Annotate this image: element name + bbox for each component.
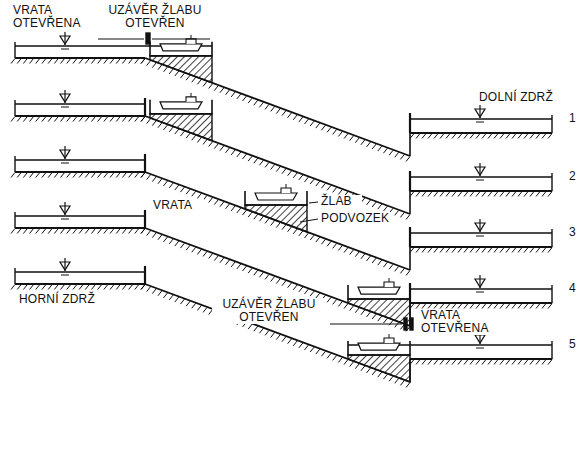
ground-hatching — [11, 117, 145, 122]
reservoir-end — [14, 42, 15, 58]
leader-line — [330, 324, 402, 325]
lower-water-level — [410, 288, 552, 289]
upper-water-level — [15, 271, 145, 272]
stage-number: 1 — [568, 112, 582, 125]
upper-gate — [144, 210, 146, 228]
upper-gate — [144, 266, 146, 284]
upper-water-level — [15, 215, 145, 216]
leader-line — [98, 39, 144, 40]
lower-gate — [409, 227, 411, 247]
water-level-symbol — [475, 105, 485, 122]
upper-water-level — [15, 103, 145, 104]
water-level-symbol — [475, 163, 485, 180]
inclined-track — [145, 284, 410, 382]
reservoir-end — [551, 115, 552, 133]
trough-gate-label: UZÁVĚR ŽLABU OTEVŘEN — [98, 4, 212, 30]
ground-hatching — [410, 192, 552, 197]
inclined-track — [145, 228, 410, 326]
water-level-symbol — [60, 202, 70, 219]
reservoir-end — [551, 229, 552, 247]
reservoir-end — [14, 268, 15, 284]
upper-reservoir-bed — [15, 115, 145, 117]
part-label: ŽLAB — [320, 195, 362, 208]
trough-carriage — [348, 278, 410, 326]
water-level-symbol — [60, 146, 70, 163]
water-level-symbol — [60, 32, 70, 49]
reservoir-end — [551, 341, 552, 359]
leader-line — [309, 202, 318, 203]
stage-number: 4 — [568, 282, 582, 295]
gate-label: VRATA OTEVŘENA — [12, 4, 84, 30]
ground-hatching — [141, 229, 410, 332]
ground-hatching — [11, 59, 145, 64]
ground-hatching — [141, 173, 410, 276]
upper-gate — [144, 154, 146, 172]
gate-label: VRATA — [152, 199, 204, 212]
lower-water-level — [410, 118, 552, 119]
reservoir-end — [14, 100, 15, 116]
stage-number: 3 — [568, 226, 582, 239]
lower-gate — [409, 171, 411, 191]
ground-hatching — [141, 59, 410, 162]
upper-gate — [144, 98, 146, 116]
reservoir-end — [14, 156, 15, 172]
upper-reservoir-bed — [15, 227, 145, 229]
lower-water-level — [410, 232, 552, 233]
ground-hatching — [410, 134, 552, 139]
trough-gate-marker — [404, 318, 407, 330]
lower-water-level — [410, 176, 552, 177]
ground-hatching — [141, 117, 410, 220]
trough-carriage — [150, 93, 212, 141]
reservoir-end — [14, 212, 15, 228]
ground-hatching — [410, 304, 552, 309]
lower-wall — [409, 247, 411, 270]
trough-gate-marker — [146, 33, 150, 44]
water-level-symbol — [475, 219, 485, 236]
lower-wall — [409, 133, 411, 156]
upper-reservoir-bed — [15, 57, 145, 59]
ground-hatching — [141, 285, 410, 388]
trough-carriage — [348, 334, 410, 382]
ground-hatching — [410, 360, 552, 365]
water-level-symbol — [475, 275, 485, 292]
inclined-track — [145, 172, 410, 270]
trough-gate-label: UZÁVĚR ŽLABU OTEVŘEN — [212, 298, 326, 324]
leader-line — [300, 219, 318, 222]
reservoir-end — [551, 285, 552, 303]
ground-hatching — [11, 173, 145, 178]
reservoir-label: DOLNÍ ZDRŽ — [478, 91, 560, 104]
trough-carriage — [245, 184, 307, 232]
gate-label: VRATA OTEVŘENA — [420, 309, 492, 335]
upper-reservoir-bed — [15, 171, 145, 173]
stage-number: 5 — [568, 338, 582, 351]
reservoir-label: HORNÍ ZDRŽ — [18, 293, 110, 306]
upper-reservoir-bed — [15, 283, 145, 285]
lower-gate — [409, 113, 411, 133]
ground-hatching — [11, 285, 145, 290]
leader-line — [152, 39, 210, 40]
trough-carriage — [150, 35, 212, 83]
ground-hatching — [11, 229, 145, 234]
water-level-symbol — [60, 258, 70, 275]
ground-hatching — [410, 248, 552, 253]
upper-water-level — [15, 159, 145, 160]
water-level-symbol — [60, 90, 70, 107]
gate-marker — [410, 318, 413, 330]
stage-number: 2 — [568, 170, 582, 183]
lower-wall — [409, 191, 411, 214]
reservoir-end — [551, 173, 552, 191]
part-label: PODVOZEK — [320, 212, 392, 225]
